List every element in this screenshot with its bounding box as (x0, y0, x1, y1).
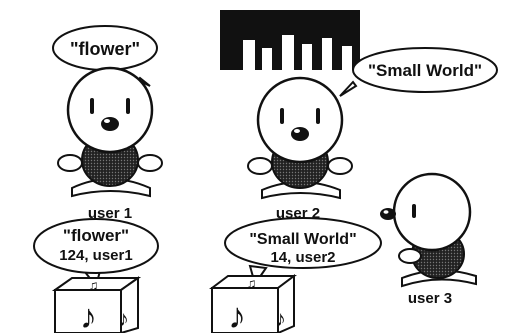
svg-text:♫: ♫ (88, 277, 99, 293)
box1-line2: 124, user1 (59, 247, 132, 264)
svg-text:♪: ♪ (228, 295, 246, 333)
box2-line1: "Small World" (249, 231, 356, 248)
bar-display-icon (220, 10, 360, 70)
character-user2: user 2 (247, 76, 353, 222)
box2-line2: 14, user2 (270, 249, 335, 266)
info-bubble-box1: "flower" 124, user1 (33, 218, 159, 289)
character-user1: user 1 (57, 66, 163, 222)
speech-text-user2: "Small World" (368, 61, 482, 80)
svg-text:♪: ♪ (275, 306, 286, 331)
svg-text:♪: ♪ (118, 306, 129, 331)
speech-text-user1: "flower" (70, 39, 140, 59)
character-user3: user 3 (380, 172, 477, 307)
svg-text:♫: ♫ (246, 275, 257, 291)
box1-line1: "flower" (63, 226, 129, 245)
speech-bubble-user2: "Small World" (339, 47, 498, 97)
round-head-icon (392, 172, 472, 252)
music-note-cube-icon: ♪ ♪ ♫ (51, 276, 142, 333)
music-note-cube-icon: ♪ ♪ ♫ (209, 274, 297, 333)
svg-text:♪: ♪ (80, 298, 97, 333)
label-user1: user 1 (88, 205, 132, 222)
label-user3: user 3 (408, 290, 452, 307)
round-head-icon (66, 66, 154, 154)
round-head-icon (256, 76, 344, 164)
info-bubble-box2: "Small World" 14, user2 (224, 217, 382, 287)
speech-bubble-user1: "flower" (52, 25, 158, 87)
